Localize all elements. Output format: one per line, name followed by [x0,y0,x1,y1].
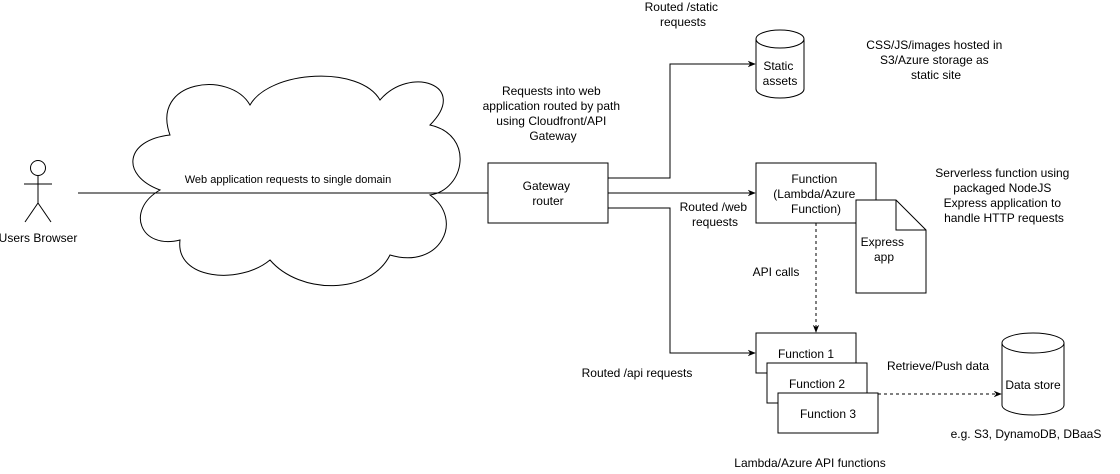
function-3-label: Function 3 [800,407,856,421]
gateway-router-box [487,162,609,224]
function-1-label: Function 1 [778,347,834,361]
retrieve-push-annotation: Retrieve/Push data [887,359,989,373]
requests-routed-annotation: Requests into web application routed by … [483,84,624,143]
function-web-label: Function (Lambda/Azure Function) [773,172,858,216]
express-app-document [855,199,927,294]
css-hosted-annotation: CSS/JS/images hosted in S3/Azure storage… [866,38,1005,82]
data-store-cylinder [1001,332,1065,416]
user-actor-icon [24,160,52,223]
gateway-to-static-edge [608,60,756,179]
api-calls-annotation: API calls [753,265,800,279]
data-store-examples-annotation: e.g. S3, DynamoDB, DBaaS [951,427,1102,441]
gateway-to-api-functions-edge [608,207,756,357]
routed-api-annotation: Routed /api requests [582,366,693,380]
cloud-shape [132,75,461,287]
lambda-api-functions-annotation: Lambda/Azure API functions [734,456,885,470]
function-2-label: Function 2 [789,377,845,391]
express-app-document-fold [895,200,926,231]
routed-web-annotation: Routed /web requests [680,200,751,229]
function-3-box [777,392,879,434]
routed-static-annotation: Routed /static requests [645,0,722,29]
static-assets-cylinder [755,29,805,99]
serverless-function-annotation: Serverless function using packaged NodeJ… [935,166,1072,225]
data-store-label: Data store [1005,378,1061,392]
cloud-label: Web application requests to single domai… [185,174,391,186]
express-app-label: Express app [861,235,908,264]
static-assets-label: Static assets [763,59,798,88]
gateway-router-label: Gateway router [523,179,574,208]
user-label: Users Browser [0,231,77,245]
